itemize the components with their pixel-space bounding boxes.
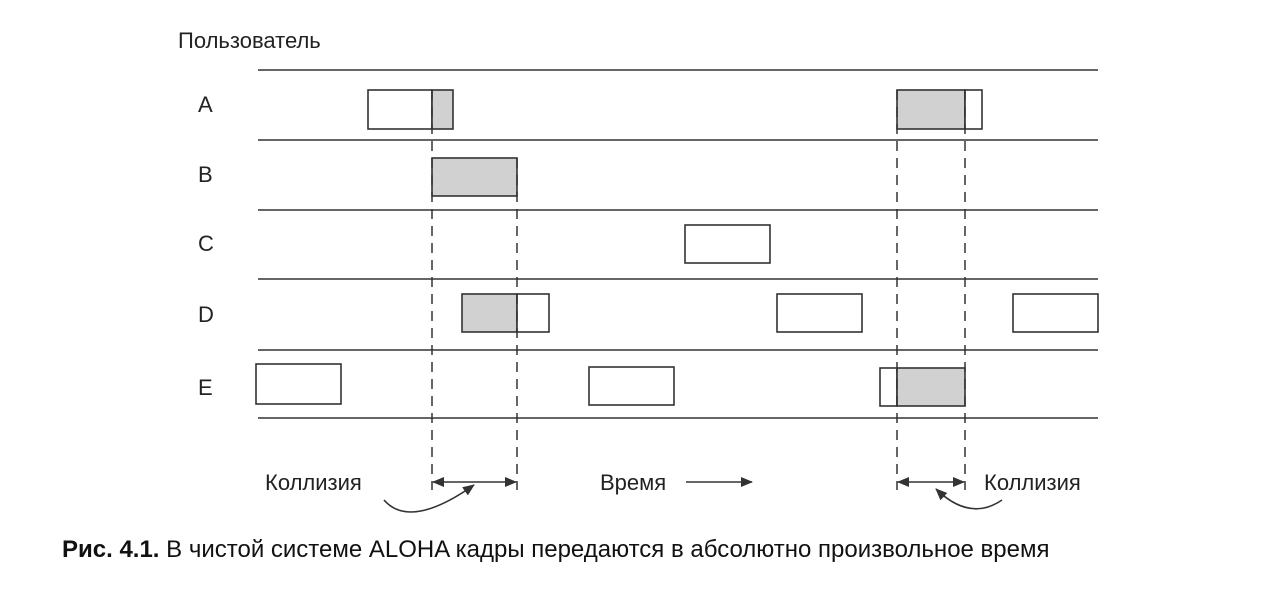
collision-pointer-right — [935, 488, 1003, 510]
frame-e-2 — [588, 366, 675, 406]
row-separators — [258, 69, 1098, 419]
frame-a-2-collided — [896, 89, 966, 130]
collision-boundaries — [431, 90, 966, 490]
user-label-b: B — [198, 162, 213, 187]
figure-caption: Рис. 4.1. В чистой системе ALOHA кадры п… — [62, 536, 1050, 564]
frame-d-3 — [1012, 293, 1099, 333]
user-label-d: D — [198, 302, 214, 327]
frame-c-1 — [684, 224, 771, 264]
frames — [255, 89, 1099, 407]
user-label-c: C — [198, 231, 214, 256]
frame-d-2 — [776, 293, 863, 333]
user-label-e: E — [198, 375, 213, 400]
frame-e-3 — [879, 367, 898, 407]
frame-e-1 — [255, 363, 342, 405]
frame-a-1 — [367, 89, 433, 130]
frame-d-1-collided — [461, 293, 518, 333]
collision-label-right: Коллизия — [984, 470, 1081, 495]
collision-pointer-left — [383, 484, 475, 513]
user-column-header: Пользователь — [178, 28, 321, 53]
frame-d-1 — [516, 293, 550, 333]
frame-a-2 — [964, 89, 983, 130]
caption-text: В чистой системе ALOHA кадры передаются … — [166, 536, 1050, 563]
time-label: Время — [600, 470, 666, 495]
caption-prefix: Рис. 4.1. — [62, 536, 160, 563]
frame-b-1-collided — [431, 157, 518, 197]
frame-e-3-collided — [896, 367, 966, 407]
collision-label-left: Коллизия — [265, 470, 362, 495]
user-label-a: A — [198, 92, 213, 117]
frame-a-1-collided — [431, 89, 454, 130]
